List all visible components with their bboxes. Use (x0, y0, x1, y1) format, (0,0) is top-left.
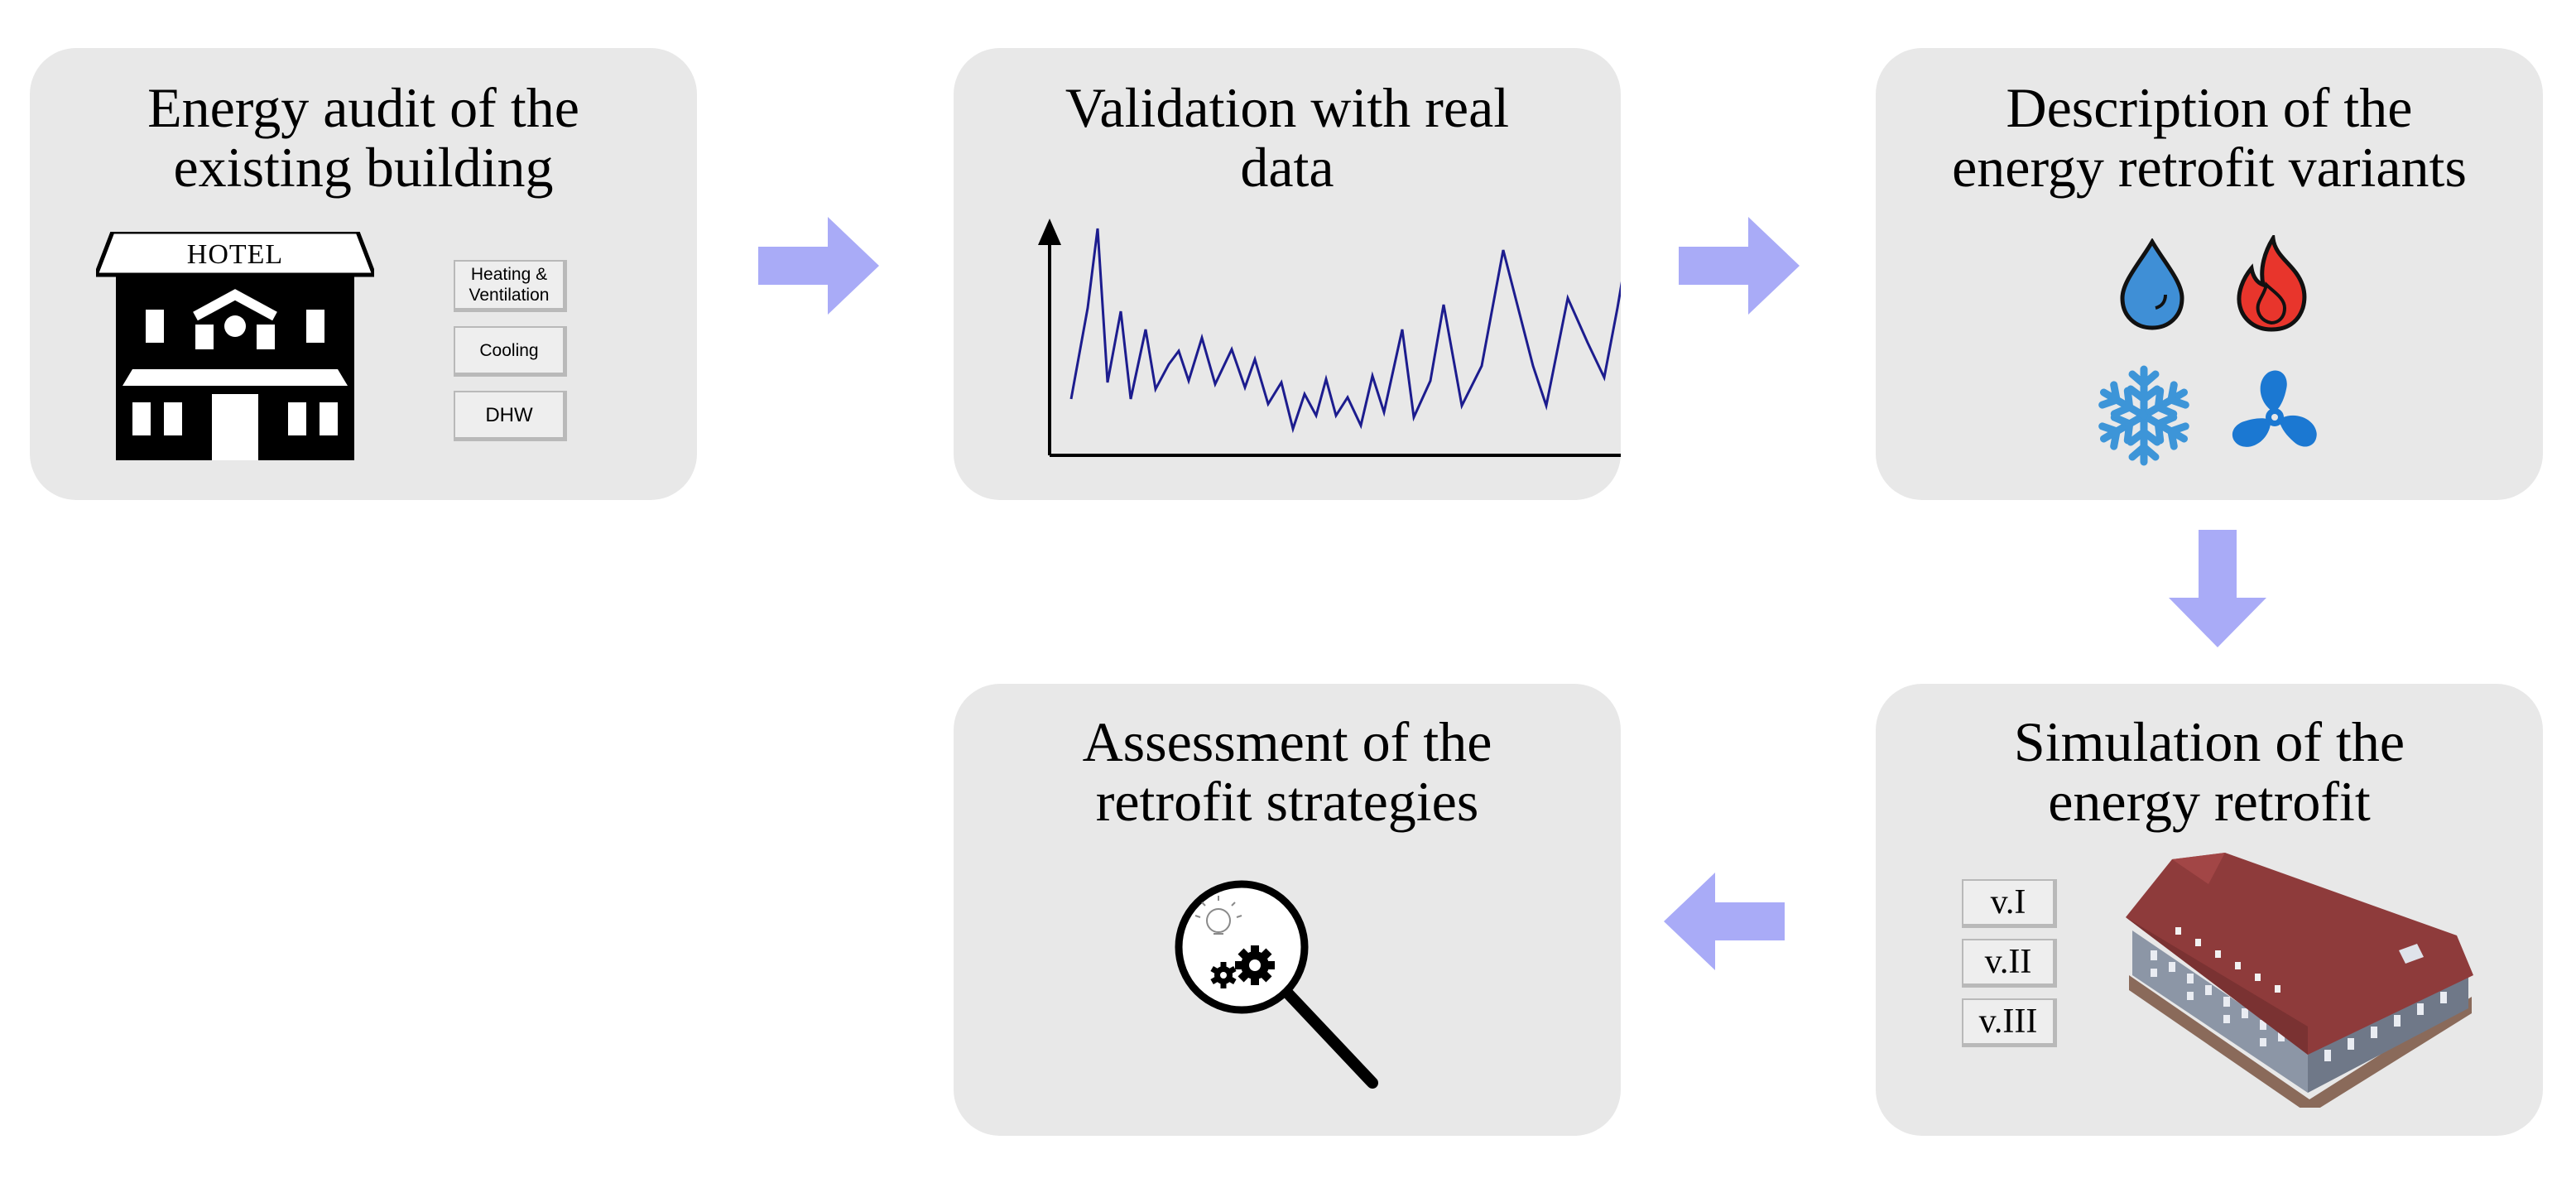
flow-arrow-right (1679, 217, 1800, 315)
panel-validation: Validation with real data (954, 48, 1621, 500)
flow-arrow-right (758, 217, 879, 315)
system-box-cooling: Cooling (454, 326, 567, 377)
time-series-chart-icon (954, 48, 1621, 500)
panel-title: Description of the energy retrofit varia… (1952, 76, 2467, 199)
flame-icon (2237, 235, 2308, 333)
panel-assessment: Assessment of the retrofit strategies (954, 684, 1621, 1136)
panel-title: Validation with real data (1065, 76, 1510, 199)
variant-box: v.I (1962, 879, 2057, 928)
panel-title: Energy audit of the existing building (147, 76, 579, 199)
flow-arrow-down (2169, 530, 2266, 647)
variant-box: v.II (1962, 939, 2057, 988)
water-drop-icon (2119, 238, 2185, 331)
panel-title: Assessment of the retrofit strategies (1082, 710, 1492, 833)
system-box-heating-ventilation: Heating & Ventilation (454, 260, 567, 312)
flow-arrow-left (1664, 873, 1785, 970)
panel-simulation: Simulation of the energy retrofit v.I v.… (1876, 684, 2543, 1136)
variant-box: v.III (1962, 998, 2057, 1047)
panel-energy-audit: Energy audit of the existing building HO… (30, 48, 697, 500)
fan-icon (2225, 368, 2324, 467)
hotel-sign: HOTEL (186, 239, 284, 270)
hotel-building-icon: HOTEL (96, 232, 374, 460)
system-box-dhw: DHW (454, 391, 567, 441)
snowflake-icon (2093, 364, 2195, 467)
panel-title: Simulation of the energy retrofit (2013, 710, 2405, 833)
building-3d-model-icon (2126, 851, 2473, 1108)
panel-retrofit-variants: Description of the energy retrofit varia… (1876, 48, 2543, 500)
magnifier-gears-icon (1170, 876, 1389, 1101)
